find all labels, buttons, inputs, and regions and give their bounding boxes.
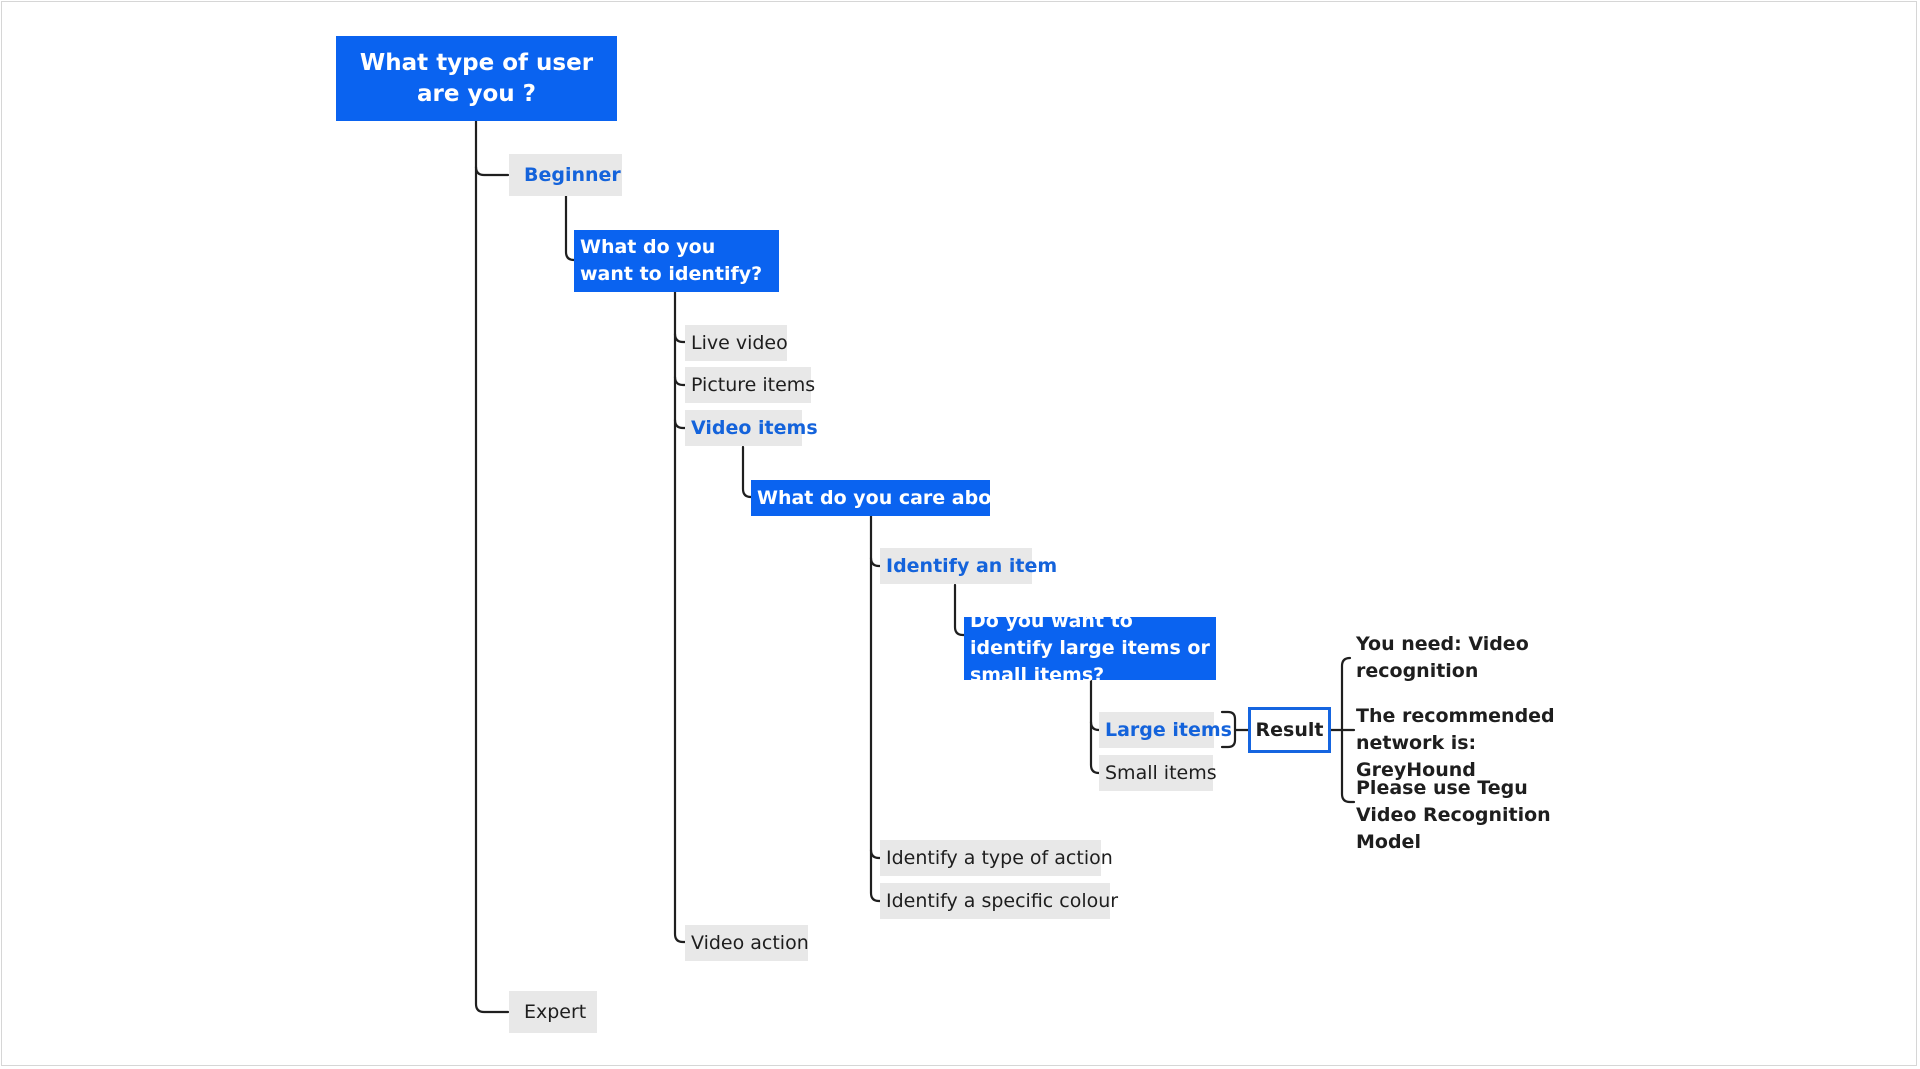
- option-beginner-label: Beginner: [524, 163, 621, 186]
- option-identify-item[interactable]: Identify an item: [880, 548, 1057, 584]
- question-identify-label: What do you want to identify?: [580, 236, 763, 285]
- option-beginner[interactable]: Beginner: [509, 154, 622, 196]
- result-box[interactable]: Result: [1248, 707, 1331, 753]
- result-video-recognition: You need: Video recognition: [1356, 633, 1529, 682]
- question-identify[interactable]: What do you want to identify?: [574, 230, 779, 292]
- option-small-items[interactable]: Small items: [1099, 755, 1217, 791]
- option-identify-colour[interactable]: Identify a specific colour: [880, 883, 1118, 919]
- option-identify-action-label: Identify a type of action: [886, 846, 1113, 869]
- option-large-items-label: Large items: [1105, 718, 1232, 741]
- option-small-items-label: Small items: [1105, 761, 1217, 784]
- option-video-items[interactable]: Video items: [685, 410, 818, 446]
- option-video-action-label: Video action: [691, 931, 809, 954]
- question-user-type[interactable]: What type of user are you ?: [336, 36, 617, 121]
- option-video-items-label: Video items: [691, 416, 818, 439]
- option-expert-label: Expert: [524, 1000, 587, 1023]
- result-model-usage: Please use Tegu Video Recognition Model: [1356, 777, 1551, 853]
- option-picture-items[interactable]: Picture items: [685, 367, 815, 403]
- question-care[interactable]: What do you care about?: [751, 480, 1025, 516]
- question-care-label: What do you care about?: [757, 486, 1025, 509]
- option-video-action[interactable]: Video action: [685, 925, 809, 961]
- result-label: Result: [1255, 718, 1324, 741]
- result-recommended-network: The recommended network is: GreyHound: [1356, 705, 1555, 781]
- option-identify-action[interactable]: Identify a type of action: [880, 840, 1113, 876]
- question-size-label: Do you want to identify large items or s…: [970, 610, 1210, 686]
- question-size[interactable]: Do you want to identify large items or s…: [964, 610, 1216, 686]
- option-large-items[interactable]: Large items: [1099, 712, 1232, 748]
- question-user-type-label: What type of user are you ?: [359, 49, 594, 107]
- option-identify-item-label: Identify an item: [886, 554, 1058, 577]
- option-identify-colour-label: Identify a specific colour: [886, 889, 1119, 912]
- option-live-video[interactable]: Live video: [685, 325, 788, 361]
- option-expert[interactable]: Expert: [509, 991, 597, 1033]
- option-live-video-label: Live video: [691, 331, 788, 354]
- option-picture-items-label: Picture items: [691, 373, 816, 396]
